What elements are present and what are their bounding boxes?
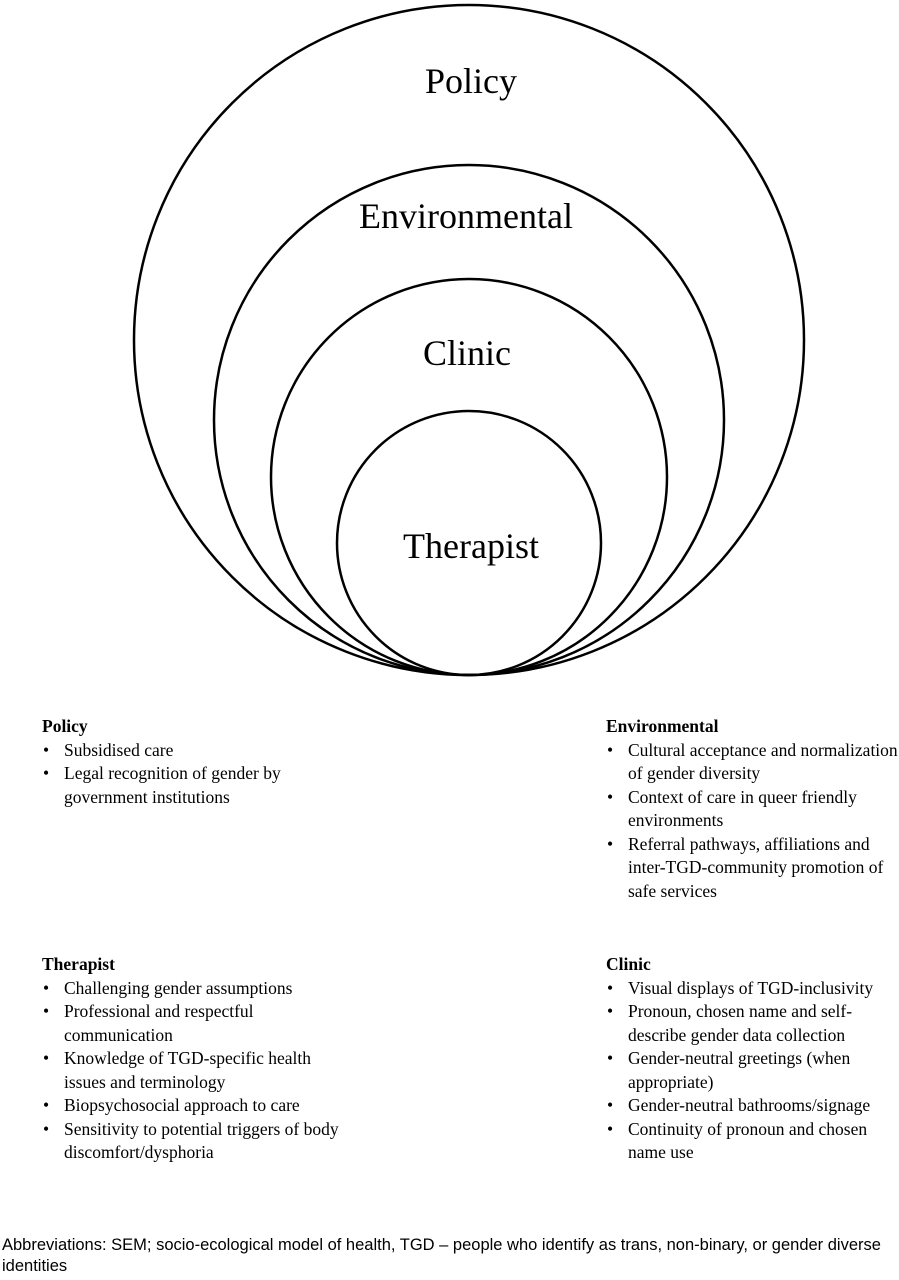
list-item: • Challenging gender assumptions xyxy=(42,977,342,1001)
list-item-text: Legal recognition of gender by governmen… xyxy=(64,763,281,807)
list-item: • Continuity of pronoun and chosen name u… xyxy=(606,1118,898,1165)
clinic-list: • Visual displays of TGD-inclusivity • Pro… xyxy=(606,977,898,1165)
list-item-text: Subsidised care xyxy=(64,739,174,760)
therapist-panel: Therapist • Challenging gender assumption… xyxy=(42,953,342,1165)
therapist-circle xyxy=(335,409,603,677)
abbreviations-footnote: Abbreviations: SEM; socio-ecological mod… xyxy=(2,1236,881,1275)
bullet-icon: • xyxy=(43,1118,50,1139)
list-item-text: Professional and respectful communicatio… xyxy=(64,1001,254,1045)
list-item-text: Cultural acceptance and normalization of… xyxy=(628,739,898,784)
policy-panel: Policy • Subsidised care • Legal recogniti… xyxy=(42,715,342,809)
bullet-icon: • xyxy=(43,1048,50,1068)
list-item: • Sensitivity to potential triggers of bo… xyxy=(42,1118,342,1165)
list-item-text: Knowledge of TGD-specific health issues … xyxy=(64,1048,312,1092)
list-item-text: Continuity of pronoun and chosen name us… xyxy=(628,1118,868,1163)
list-item: • Professional and respectful communicati… xyxy=(42,1000,342,1047)
policy-panel-title: Policy xyxy=(42,716,88,736)
list-item: • Subsidised care xyxy=(42,739,342,763)
list-item-text: Gender-neutral greetings (when appropria… xyxy=(628,1048,851,1092)
bullet-icon: • xyxy=(43,763,50,783)
list-item: • Referral pathways, affiliations and int… xyxy=(606,833,898,904)
list-item: • Knowledge of TGD-specific health issues… xyxy=(42,1047,342,1094)
bullet-icon: • xyxy=(607,977,614,998)
list-item-text: Referral pathways, affiliations and inte… xyxy=(628,833,884,901)
nested-circles-diagram: Policy Environmental Clinic Therapist xyxy=(132,3,806,677)
bullet-icon: • xyxy=(607,786,614,807)
therapist-list: • Challenging gender assumptions • Profess… xyxy=(42,977,342,1165)
list-item: • Legal recognition of gender by governme… xyxy=(42,762,342,809)
therapist-ring-label: Therapist xyxy=(403,526,539,566)
list-item: • Gender-neutral bathrooms/signage xyxy=(606,1094,898,1118)
list-item: • Context of care in queer friendly envir… xyxy=(606,786,898,833)
bullet-icon: • xyxy=(607,1001,614,1021)
list-item: • Pronoun, chosen name and self-describe … xyxy=(606,1000,898,1047)
list-item-text: Context of care in queer friendly enviro… xyxy=(628,786,857,831)
bullet-icon: • xyxy=(43,977,50,998)
bullet-icon: • xyxy=(607,739,614,760)
list-item: • Biopsychosocial approach to care xyxy=(42,1094,342,1118)
bullet-icon: • xyxy=(607,833,614,854)
list-item: • Visual displays of TGD-inclusivity xyxy=(606,977,898,1001)
environmental-ring-label: Environmental xyxy=(359,196,573,236)
list-item-text: Challenging gender assumptions xyxy=(64,977,293,998)
bullet-icon: • xyxy=(43,1001,50,1021)
environmental-panel: Environmental • Cultural acceptance and n… xyxy=(606,715,898,903)
list-item-text: Sensitivity to potential triggers of bod… xyxy=(64,1118,339,1163)
clinic-panel: Clinic • Visual displays of TGD-inclusivi… xyxy=(606,953,898,1165)
policy-ring-label: Policy xyxy=(425,61,517,101)
list-item-text: Pronoun, chosen name and self-describe g… xyxy=(628,1001,853,1045)
environmental-list: • Cultural acceptance and normalization o… xyxy=(606,739,898,904)
list-item-text: Biopsychosocial approach to care xyxy=(64,1095,300,1115)
list-item: • Cultural acceptance and normalization o… xyxy=(606,739,898,786)
list-item-text: Gender-neutral bathrooms/signage xyxy=(628,1095,871,1115)
policy-list: • Subsidised care • Legal recognition of g… xyxy=(42,739,342,810)
bullet-icon: • xyxy=(607,1048,614,1068)
list-item: • Gender-neutral greetings (when appropri… xyxy=(606,1047,898,1094)
environmental-panel-title: Environmental xyxy=(606,716,719,736)
bullet-icon: • xyxy=(43,1095,50,1115)
environmental-circle xyxy=(212,163,726,677)
list-item-text: Visual displays of TGD-inclusivity xyxy=(628,977,874,998)
bullet-icon: • xyxy=(43,739,50,760)
therapist-panel-title: Therapist xyxy=(42,954,115,974)
bullet-icon: • xyxy=(607,1118,614,1139)
clinic-ring-label: Clinic xyxy=(423,333,511,373)
clinic-panel-title: Clinic xyxy=(606,954,651,974)
bullet-icon: • xyxy=(607,1095,614,1115)
